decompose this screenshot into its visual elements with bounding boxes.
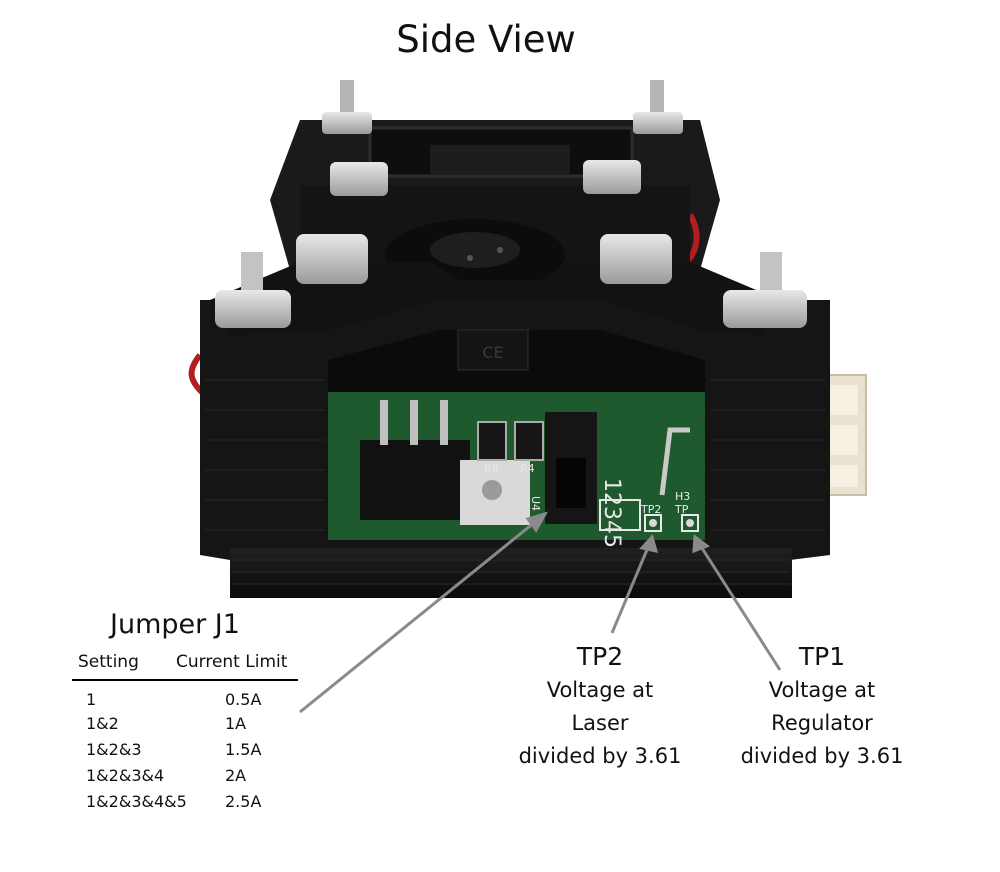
table-cell-setting: 1&2&3&4&5 (86, 792, 187, 811)
arrow-tp1 (698, 544, 782, 671)
tp2-desc-line: divided by 3.61 (518, 744, 682, 768)
silk-tp2: TP2 (640, 503, 661, 516)
arrow-jumper-head (525, 511, 549, 533)
silk-u4: U4 (529, 496, 542, 511)
table-cell-limit: 2.5A (225, 792, 262, 811)
tp1-desc-line: Regulator (771, 711, 873, 735)
svg-text:CE: CE (482, 343, 503, 362)
arrow-jumper (299, 520, 536, 714)
table-cell-limit: 0.5A (225, 690, 262, 709)
table-cell-setting: 1 (86, 690, 97, 709)
tp1-desc-line: Voltage at (768, 678, 876, 702)
arrow-tp2-head (639, 533, 659, 553)
table-cell-setting: 1&2&3 (86, 740, 142, 759)
screws (215, 80, 807, 328)
jumper-title: Jumper J1 (110, 609, 240, 640)
callout-arrows (299, 511, 782, 714)
table-header-setting: Setting (78, 652, 139, 672)
table-cell-limit: 2A (225, 766, 247, 785)
table-cell-limit: 1A (225, 714, 247, 733)
silk-tp1: TP (674, 503, 689, 516)
tp2-callout: TP2 Voltage at Laser divided by 3.61 (500, 640, 700, 773)
figure-title: Side View (396, 18, 576, 61)
silk-r8: R8 (484, 462, 499, 475)
silk-h3: H3 (675, 490, 690, 503)
tp1-name: TP1 (798, 642, 846, 671)
silk-r4: R4 (520, 462, 535, 475)
arrow-tp2 (610, 544, 651, 634)
tp2-name: TP2 (576, 642, 624, 671)
silkscreen: R8 R4 U4 12345 TP2 H3 TP (484, 462, 690, 548)
arrow-tp1-head (692, 534, 711, 554)
tp2-desc-line: Voltage at (546, 678, 654, 702)
table-cell-limit: 1.5A (225, 740, 262, 759)
tp1-callout: TP1 Voltage at Regulator divided by 3.61 (722, 640, 922, 773)
table-cell-setting: 1&2 (86, 714, 119, 733)
table-cell-setting: 1&2&3&4 (86, 766, 165, 785)
table-header-rule (72, 679, 298, 681)
pcb-window: CE (328, 329, 705, 540)
tp1-desc-line: divided by 3.61 (740, 744, 904, 768)
silk-jumper-numbers: 12345 (599, 478, 624, 548)
wire-right (685, 213, 700, 263)
table-header-current-limit: Current Limit (176, 652, 288, 672)
tp2-desc-line: Laser (571, 711, 629, 735)
